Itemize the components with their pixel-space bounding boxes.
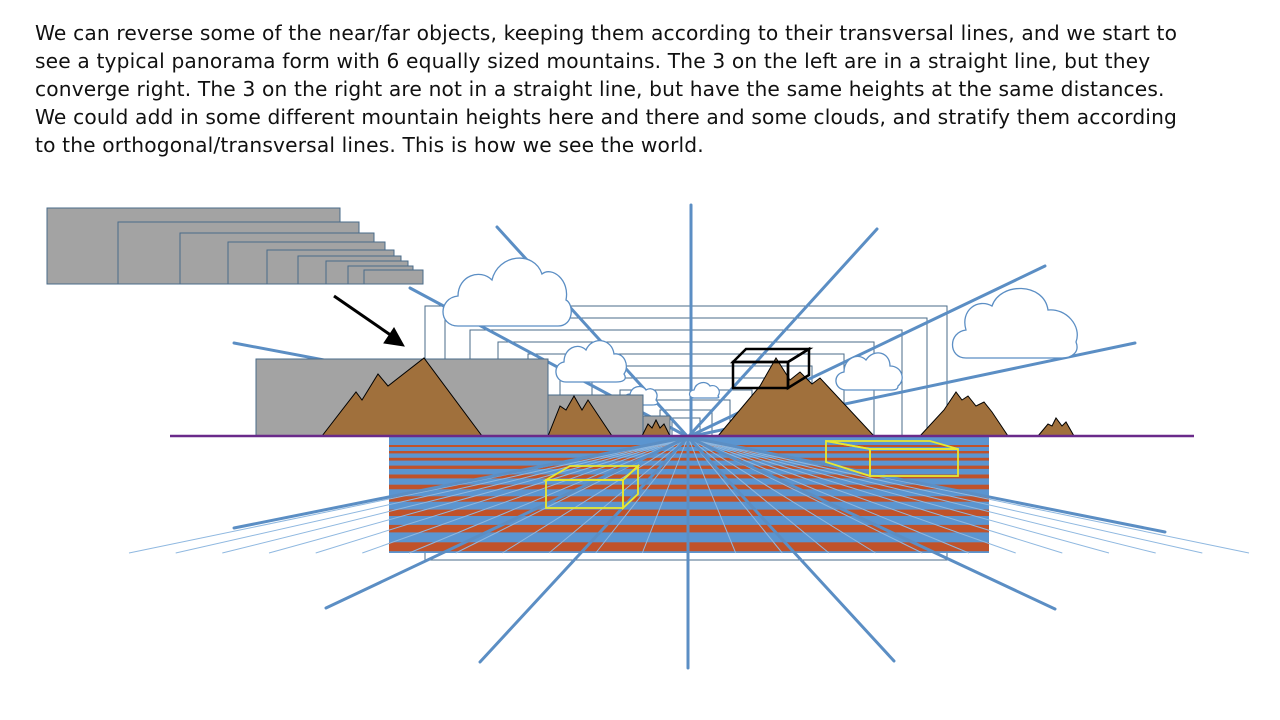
mountains — [320, 357, 1075, 437]
ground-gridline — [641, 436, 689, 554]
ground-gridline — [175, 436, 689, 554]
cloud-icon — [555, 340, 628, 383]
mountain-icon — [320, 357, 483, 437]
cloud-icon — [688, 381, 720, 399]
ray-down-right — [686, 435, 896, 663]
ground-gridline — [687, 436, 1110, 554]
cloud-icon — [835, 352, 903, 391]
ground-gridline — [687, 436, 876, 554]
ground-gridline — [548, 436, 689, 554]
ray-left-low — [232, 435, 690, 530]
cloud-icon — [442, 257, 572, 327]
box-icon — [542, 463, 641, 511]
ray-down-left — [478, 435, 690, 664]
clouds — [442, 257, 1078, 406]
ground-gridline — [268, 436, 689, 554]
ground-gridline — [687, 436, 783, 554]
ground-gridlines — [128, 436, 1250, 554]
ground-gridline — [687, 436, 1063, 554]
ray-up-right — [686, 227, 879, 439]
cloud-icon — [951, 287, 1078, 359]
ground-gridline — [595, 436, 689, 554]
mountain-icon — [716, 357, 876, 437]
ground-gridline — [408, 436, 689, 554]
stacked-gray-rectangles — [46, 207, 424, 285]
box-icon — [825, 439, 959, 478]
ground-gridline — [687, 436, 737, 554]
mountain-icon — [918, 391, 1009, 437]
box-icon — [729, 346, 814, 391]
slide-caption: We can reverse some of the near/far obje… — [35, 21, 1178, 157]
ground-gridline — [362, 436, 689, 554]
ground-gridline — [687, 436, 830, 554]
ground-gridline — [687, 436, 970, 554]
ray-right-low — [686, 435, 1167, 534]
arrow-icon — [333, 294, 405, 347]
ground-gridline — [687, 436, 1016, 554]
mountain-icon — [1036, 417, 1075, 437]
ray-lower-right — [686, 435, 1057, 611]
mountain-icon — [641, 418, 671, 437]
mountain-icon — [547, 394, 613, 437]
ground-gridline — [315, 436, 689, 554]
ground-gridline — [687, 436, 1203, 554]
ground-gridline — [687, 436, 1156, 554]
ground-gridline — [502, 436, 689, 554]
ground-gridline — [222, 436, 689, 554]
gray-rect-9 — [363, 269, 424, 285]
